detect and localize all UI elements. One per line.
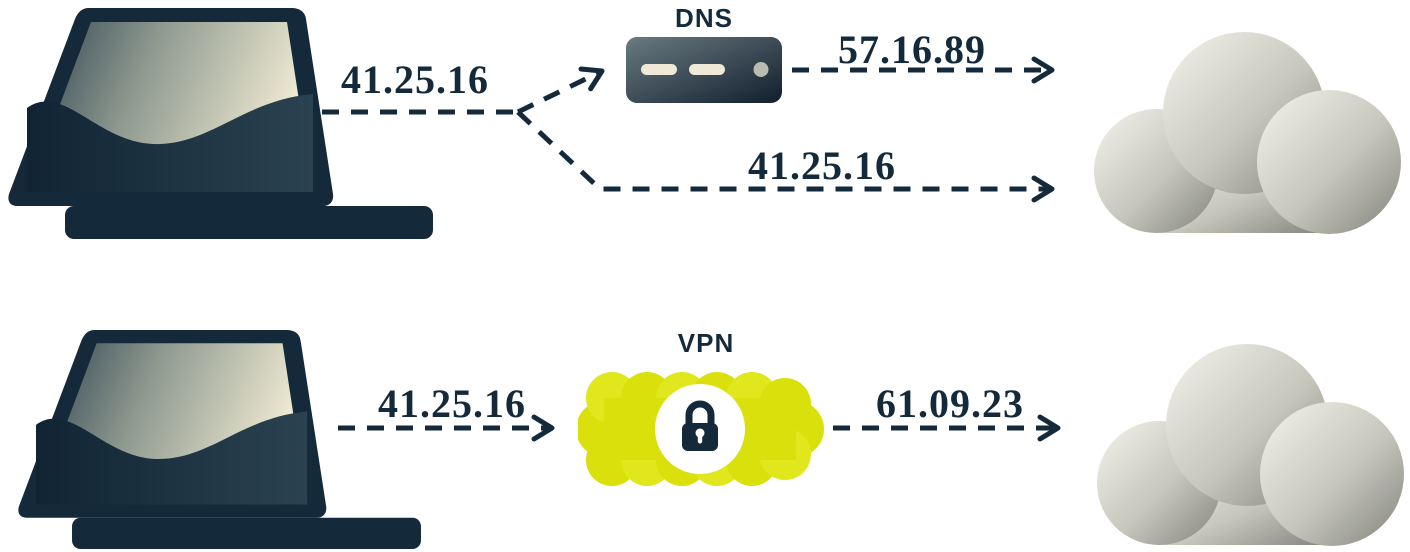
laptop-base [72, 517, 421, 550]
laptop-screen-wave [35, 411, 308, 505]
cloud-icon [1094, 32, 1401, 234]
vpn-label: VPN [677, 328, 735, 358]
dns-server-icon [626, 37, 782, 103]
cloud-lobe-right [1257, 90, 1401, 234]
ip-label-top-request: 41.25.16 [341, 57, 489, 102]
laptop-icon [8, 8, 433, 239]
laptop-base [65, 206, 433, 239]
cloud-icon [1097, 344, 1404, 546]
dns-label: DNS [675, 3, 733, 33]
arrow-to-dns [516, 66, 605, 115]
server-slot [689, 64, 725, 75]
vpn-blob-icon [578, 372, 824, 486]
ip-label-vpn-masked: 61.09.23 [876, 381, 1024, 426]
ip-label-dns-resolved: 57.16.89 [838, 27, 986, 72]
laptop-screen-wave [27, 94, 313, 192]
server-led [753, 62, 769, 77]
server-slot [641, 64, 677, 75]
ip-label-bottom-request: 41.25.16 [378, 381, 526, 426]
ip-label-direct: 41.25.16 [748, 143, 896, 188]
arrow-direct-to-cloud [516, 110, 1055, 203]
cloud-lobe-right [1260, 402, 1404, 546]
lock-icon [682, 400, 718, 451]
laptop-icon [18, 330, 421, 550]
